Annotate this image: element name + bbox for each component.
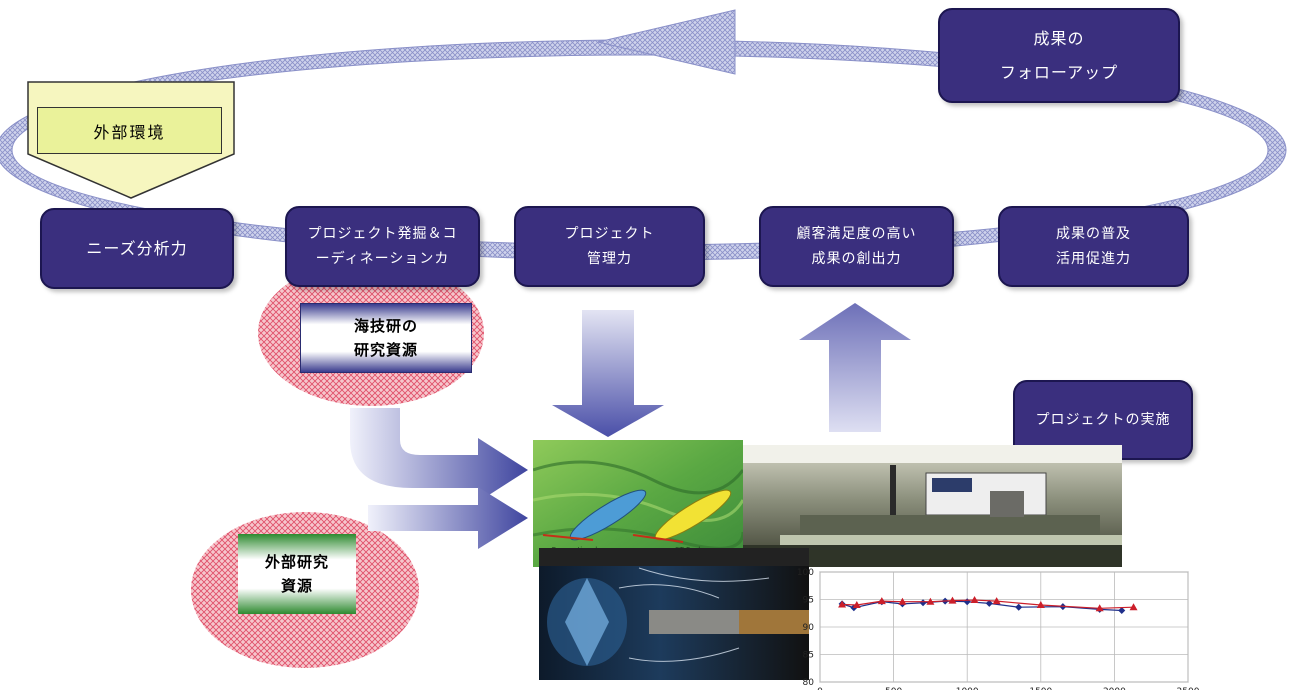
chart-x-tick-label: 0 xyxy=(817,687,823,690)
stage-project-coordination: プロジェクト発掘＆コ ーディネーションカ xyxy=(285,206,480,287)
chart-y-tick-label: 85 xyxy=(803,651,814,661)
external-resources-line-2: 資源 xyxy=(280,577,313,595)
chart-point-series-2 xyxy=(970,596,979,604)
stage-needs-analysis: ニーズ分析力 xyxy=(40,208,234,289)
chart-x-tick-label: 2500 xyxy=(1177,687,1200,690)
chart-y-tick-label: 100 xyxy=(797,568,814,578)
follow-up-line-1: 成果の xyxy=(1033,28,1085,48)
stage-results-creation: 顧客満足度の高い 成果の創出力 xyxy=(759,206,954,287)
towing-tank-photo xyxy=(740,445,1122,567)
chart-x-tick-label: 2000 xyxy=(1103,687,1126,690)
external-env-label-box: 外部環境 xyxy=(37,107,222,154)
chart-y-tick-label: 80 xyxy=(803,678,815,688)
stage-project-management-line-2: 管理力 xyxy=(587,250,632,267)
chart-point-series-2 xyxy=(1036,601,1045,608)
stage-results-dissemination: 成果の普及 活用促進力 xyxy=(998,206,1189,287)
chart-point-series-2 xyxy=(1129,603,1138,611)
chart-point-series-1 xyxy=(985,599,993,607)
external-resources-line-1: 外部研究 xyxy=(264,553,329,571)
chart-point-series-2 xyxy=(852,601,861,608)
follow-up-line-2: フォローアップ xyxy=(999,62,1119,82)
chart-point-series-2 xyxy=(992,597,1001,605)
chart-point-series-2 xyxy=(838,600,847,608)
internal-resources-line-1: 海技研の xyxy=(353,317,418,335)
chart-point-series-2 xyxy=(948,596,957,604)
stage-project-coordination-line-2: ーディネーションカ xyxy=(315,250,450,267)
chart-point-series-2 xyxy=(926,597,935,605)
chart-point-series-1 xyxy=(919,599,927,607)
chart-x-tick-label: 1500 xyxy=(1029,687,1052,690)
chart-x-tick-label: 500 xyxy=(885,687,902,690)
stage-results-dissemination-line-2: 活用促進力 xyxy=(1056,250,1131,267)
propeller-cavitation-photo xyxy=(539,548,809,680)
chart-x-tick-label: 1000 xyxy=(956,687,979,690)
stage-results-creation-line-1: 顧客満足度の高い xyxy=(796,226,917,242)
chart-point-series-1 xyxy=(1118,607,1126,614)
efficiency-line-chart: 8085909510005001000150020002500 xyxy=(797,568,1200,690)
external-resources-label: 外部研究 資源 xyxy=(238,534,356,614)
stage-project-management: プロジェクト 管理力 xyxy=(514,206,705,287)
project-impl-label: プロジェクトの実施 xyxy=(1035,411,1171,428)
chart-y-tick-label: 90 xyxy=(803,623,815,633)
chart-point-series-2 xyxy=(1095,604,1104,612)
chart-point-series-1 xyxy=(1015,603,1023,611)
internal-resources-line-2: 研究資源 xyxy=(353,341,418,359)
stage-needs-analysis-label: ニーズ分析力 xyxy=(86,238,188,258)
stage-results-creation-line-2: 成果の創出力 xyxy=(811,250,902,267)
internal-resources-label: 海技研の 研究資源 xyxy=(300,303,472,373)
chart-point-series-2 xyxy=(877,597,886,605)
chart-y-tick-label: 95 xyxy=(803,596,814,606)
stage-project-coordination-line-1: プロジェクト発掘＆コ xyxy=(307,226,458,242)
follow-up-box: 成果の フォローアップ xyxy=(938,8,1180,103)
chart-point-series-2 xyxy=(898,597,907,605)
external-env-label: 外部環境 xyxy=(93,122,166,142)
stage-results-dissemination-line-1: 成果の普及 xyxy=(1056,226,1131,242)
stage-project-management-line-1: プロジェクト xyxy=(564,226,655,242)
